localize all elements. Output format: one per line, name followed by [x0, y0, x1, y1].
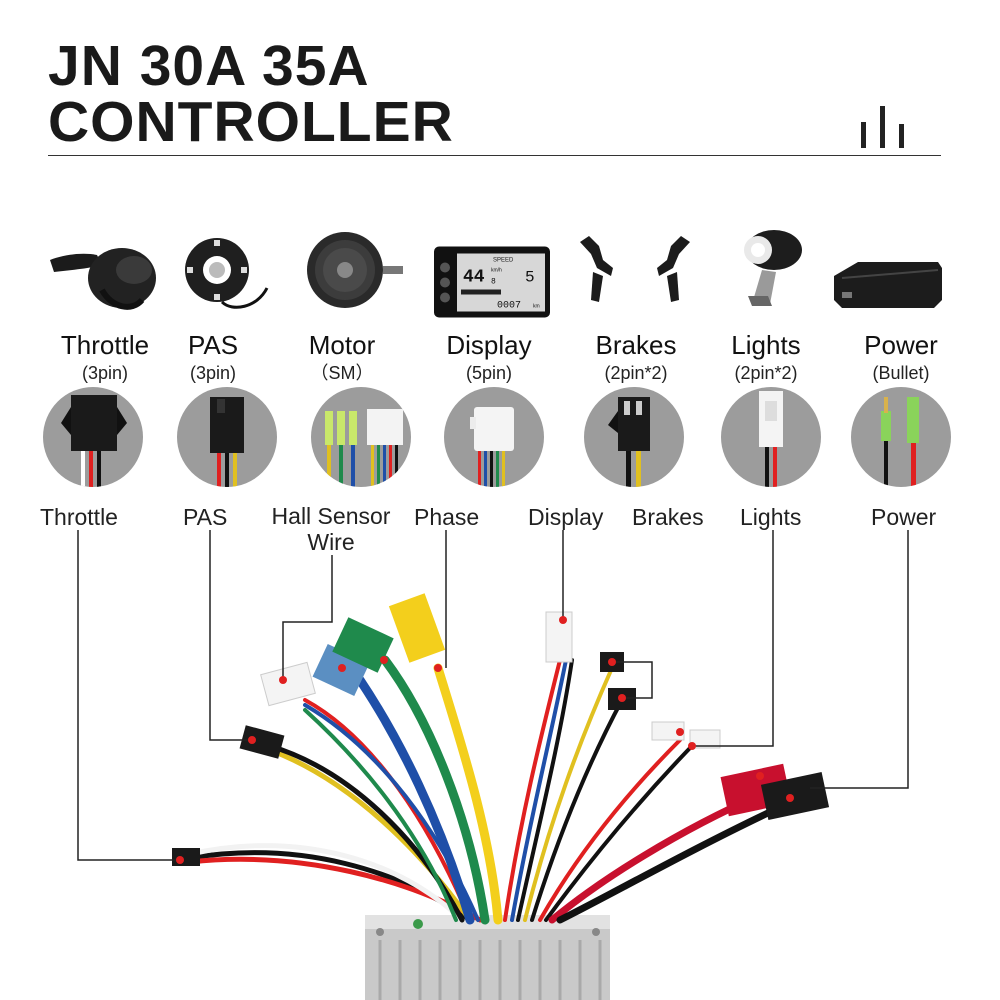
component-pin-throttle: (3pin): [81, 363, 129, 383]
controller-box: [365, 915, 610, 1000]
component-pin-brakes: (2pin*2): [604, 363, 668, 383]
pointer-dots: [176, 616, 794, 864]
signal-bars-icon: [861, 106, 904, 148]
throttle-connector-closeup: [43, 387, 143, 487]
connector-phase-yellow: [388, 593, 446, 663]
component-name-power: Power: [864, 330, 938, 360]
connector-pas: [239, 725, 285, 759]
display-speed-label: SPEED: [493, 258, 514, 264]
wire-label-lights: Lights: [740, 504, 802, 530]
connector-phase-green: [332, 617, 394, 673]
wire-label-throttle: Throttle: [40, 504, 118, 530]
component-pin-motor: （SM）: [310, 363, 374, 383]
headlight-icon: [744, 230, 802, 306]
display-odo-unit: km: [533, 304, 540, 310]
page-title: JN 30A 35A CONTROLLER: [48, 34, 454, 154]
title-line-2: CONTROLLER: [48, 90, 454, 154]
power-connector-closeup: [851, 387, 951, 487]
connector-display: [545, 611, 573, 663]
display-speed-value: 44: [463, 268, 485, 288]
wire-label-brakes: Brakes: [632, 504, 704, 530]
motor-connector-closeup: [311, 387, 411, 487]
brake-lever-icon: [580, 236, 690, 302]
display-unit: km/h: [491, 268, 502, 274]
component-pin-pas: (3pin): [189, 363, 237, 383]
wire-label-display: Display: [528, 504, 604, 530]
component-pin-power: (Bullet): [872, 363, 930, 383]
display-level: 5: [525, 269, 535, 287]
title-divider: [48, 155, 941, 156]
component-name-motor: Motor: [308, 330, 376, 360]
pas-sensor-icon: [185, 238, 269, 309]
lcd-display-icon: SPEED 44 8 km/h 5 0007 km: [434, 246, 550, 318]
battery-pack-icon: [834, 262, 942, 308]
brakes-connector-closeup: [584, 387, 684, 487]
wire-label-pas: PAS: [183, 504, 228, 530]
title-line-1: JN 30A 35A: [48, 34, 370, 98]
wire-label-power: Power: [871, 504, 937, 530]
wire-label-hall-line2: Wire: [307, 529, 355, 555]
connector-lights: [651, 721, 721, 749]
display-odo: 0007: [497, 301, 521, 312]
thumb-throttle-icon: [50, 248, 156, 310]
display-connector-closeup: [444, 387, 544, 487]
wire-label-hall: Hall Sensor Wire: [266, 503, 396, 555]
component-name-lights: Lights: [731, 330, 801, 360]
leader-lines: [77, 530, 909, 861]
component-pin-display: (5pin): [465, 363, 513, 383]
connector-power: [720, 763, 830, 821]
component-name-brakes: Brakes: [595, 330, 677, 360]
component-pin-lights: (2pin*2): [734, 363, 798, 383]
display-speed-decimal: 8: [491, 278, 496, 287]
component-name-pas: PAS: [187, 330, 239, 360]
component-name-throttle: Throttle: [60, 330, 150, 360]
connector-throttle: [172, 848, 200, 866]
pas-connector-closeup: [177, 387, 277, 487]
wire-label-phase: Phase: [414, 504, 480, 530]
connector-hall: [260, 661, 316, 707]
wire-bundle: [187, 655, 774, 925]
hub-motor-icon: [307, 232, 403, 308]
component-name-display: Display: [446, 330, 532, 360]
lights-connector-closeup: [721, 387, 821, 487]
wire-label-hall-line1: Hall Sensor: [271, 503, 391, 529]
